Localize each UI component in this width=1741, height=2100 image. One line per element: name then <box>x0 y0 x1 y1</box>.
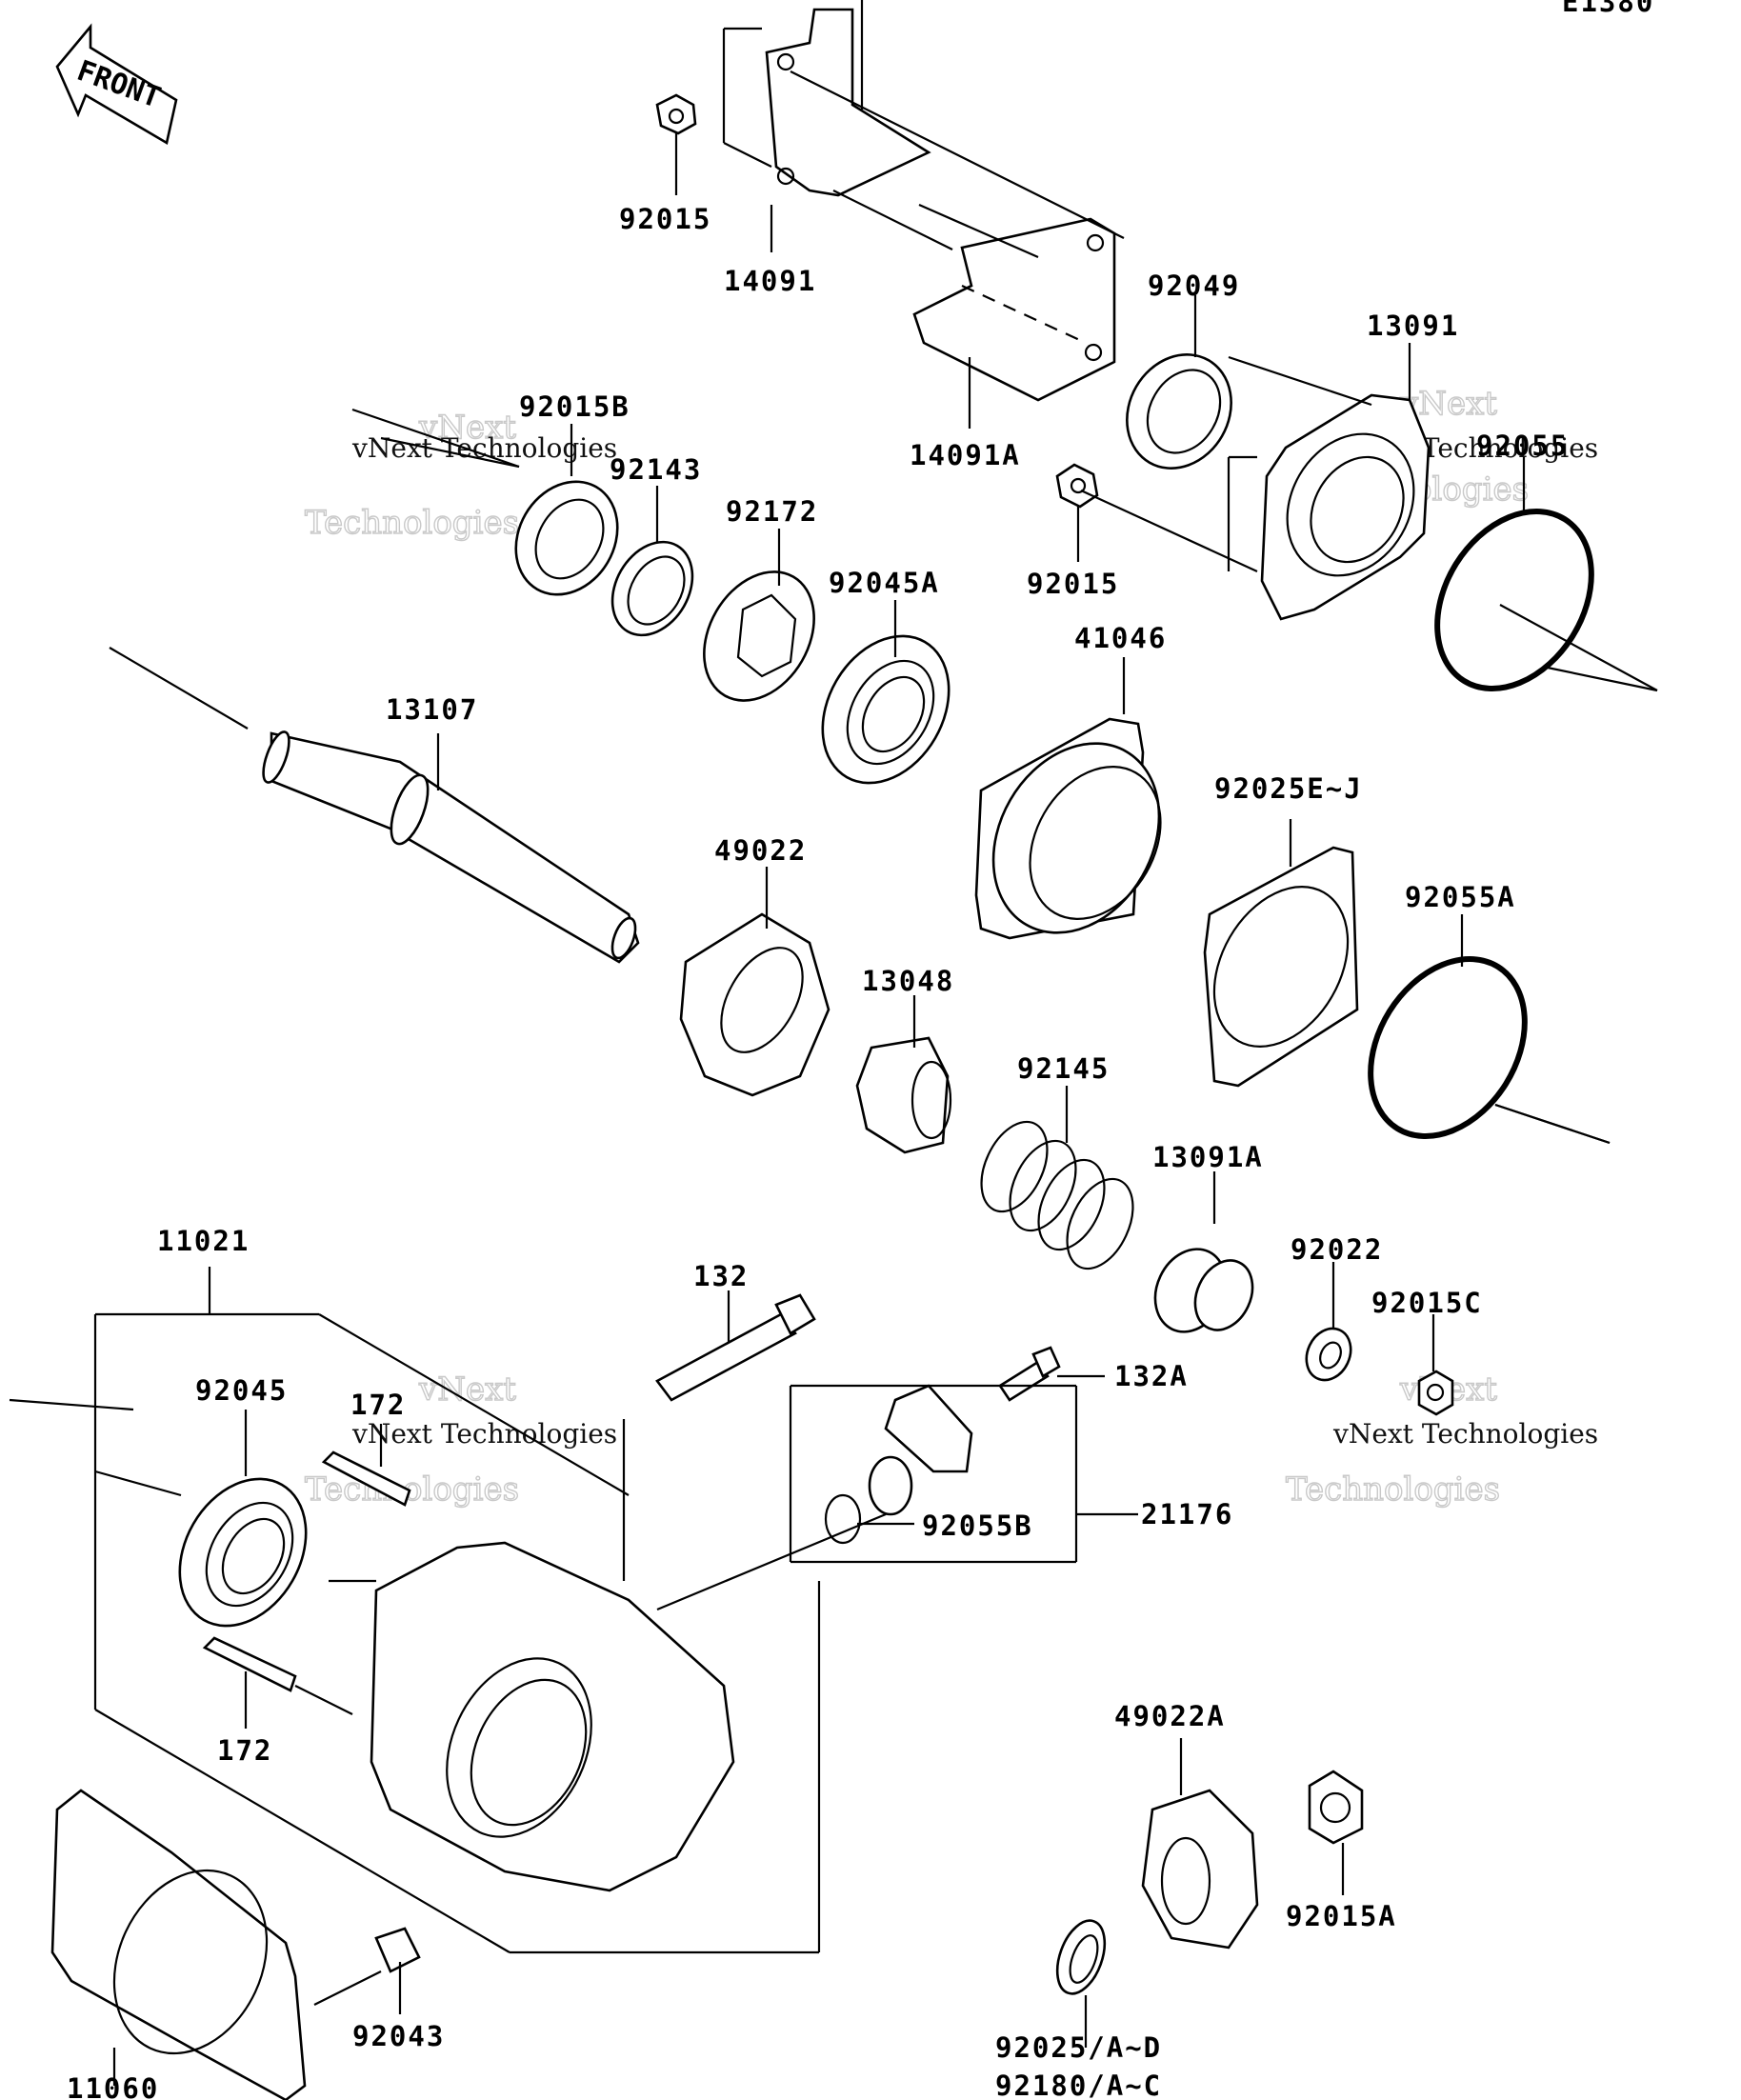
part-label: 172 <box>217 1734 272 1767</box>
part-label: 92015A <box>1286 1900 1397 1932</box>
watermark-text: Technologies <box>305 504 519 542</box>
part-label: 41046 <box>1074 622 1167 654</box>
washer-part <box>1305 1262 1352 1382</box>
watermark-text: vNext Technologies <box>1332 1418 1598 1450</box>
diagram-code: E1380 <box>1562 0 1654 18</box>
gasket-part <box>1203 819 1359 1088</box>
stud-part <box>202 1636 353 1729</box>
nut-part <box>655 93 697 195</box>
watermark-text: Technologies <box>1286 1470 1500 1509</box>
part-label: 21176 <box>1141 1498 1233 1530</box>
nut-part <box>1055 463 1258 572</box>
bolt-part <box>655 1290 816 1402</box>
o-ring-part <box>1368 914 1611 1145</box>
part-label: 92143 <box>610 453 702 486</box>
part-label: 11060 <box>67 2072 159 2100</box>
output-gear-part <box>1141 1738 1259 1950</box>
part-label: 14091 <box>724 265 816 297</box>
part-labels: 92015 14091 92049 13091 14091A 92015B 92… <box>67 203 1569 2100</box>
collar-part <box>610 486 694 637</box>
part-label: 132 <box>693 1260 749 1292</box>
spring-part <box>980 1086 1134 1270</box>
seal-part <box>1126 295 1232 470</box>
part-label: 92022 <box>1291 1233 1383 1266</box>
part-label: 92045A <box>829 567 940 599</box>
part-label: 92055 <box>1476 430 1569 462</box>
watermark-text: vNext <box>418 409 516 447</box>
cam-part <box>855 995 952 1154</box>
shim-part <box>703 529 815 702</box>
o-ring-part <box>1434 457 1658 692</box>
part-label: 49022 <box>714 834 807 867</box>
part-label: 132A <box>1114 1360 1189 1392</box>
part-label: 92145 <box>1017 1052 1110 1085</box>
watermark-text: Technologies <box>305 1470 519 1509</box>
bearing-part <box>821 600 951 785</box>
drive-shaft-part <box>109 647 640 964</box>
part-label: 92025E~J <box>1214 772 1363 805</box>
nut-part <box>1308 1770 1364 1895</box>
part-label: 13091 <box>1367 310 1459 342</box>
part-label: 172 <box>350 1389 406 1421</box>
part-label: 92045 <box>195 1374 288 1407</box>
front-arrow-icon: FRONT <box>55 23 178 146</box>
part-label: 92015 <box>1027 568 1119 600</box>
bearing-part <box>178 1410 308 1628</box>
watermark-text: vNext <box>418 1370 516 1409</box>
part-label: 49022A <box>1114 1700 1226 1732</box>
flange-housing-part <box>1227 343 1431 621</box>
part-label: 11021 <box>157 1225 250 1257</box>
shim-part <box>1055 1919 1107 2048</box>
speed-sensor-part <box>656 1384 1138 1611</box>
part-label: 92025/A~D <box>995 2031 1162 2064</box>
part-label: 92049 <box>1148 270 1240 302</box>
dowel-pin-part <box>313 1927 421 2014</box>
bevel-gear-part <box>679 867 830 1097</box>
stud-part <box>321 1424 411 1507</box>
watermark-text: vNext Technologies <box>351 1418 617 1450</box>
part-label: 13091A <box>1152 1141 1264 1173</box>
part-label: 92015 <box>619 203 711 235</box>
part-label: 92180/A~C <box>995 2070 1162 2100</box>
part-label: 92172 <box>726 495 818 528</box>
gear-case-part <box>329 1419 735 1892</box>
part-label: 92015B <box>519 390 630 423</box>
part-label: 13107 <box>386 693 478 726</box>
bearing-housing-part <box>974 657 1162 940</box>
bracket-part <box>722 0 1125 402</box>
part-label: 14091A <box>910 439 1021 471</box>
seal-part <box>351 408 619 596</box>
collar-part <box>1153 1171 1254 1333</box>
gasket-part <box>50 1789 307 2100</box>
nut-part <box>1417 1314 1454 1416</box>
part-label: 92055A <box>1405 881 1516 913</box>
part-label: 13048 <box>862 965 954 997</box>
part-label: 92043 <box>352 2020 445 2052</box>
case-bracket-lines <box>9 1267 821 1954</box>
part-label: 92015C <box>1371 1287 1483 1319</box>
bolt-part <box>998 1346 1105 1402</box>
part-label: 92055B <box>922 1510 1033 1542</box>
